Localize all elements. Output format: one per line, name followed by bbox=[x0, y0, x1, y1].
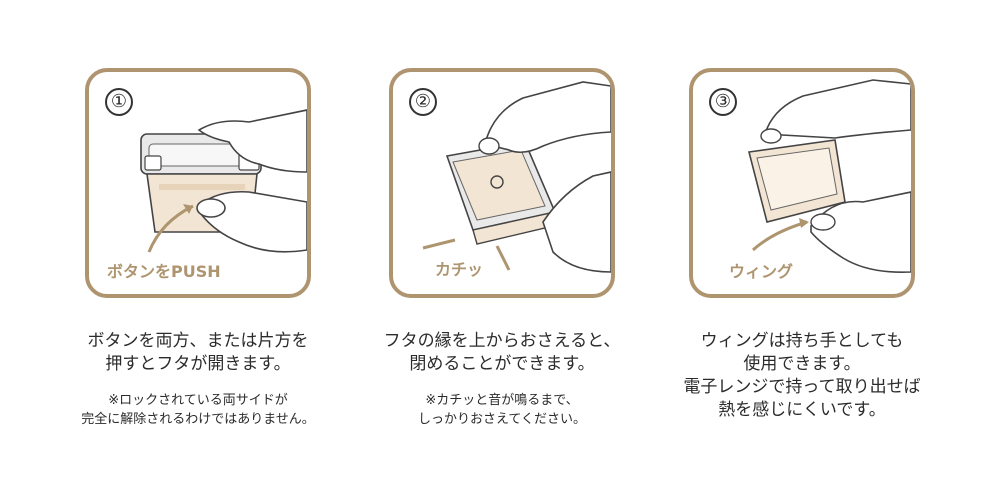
step-1: ① ボタンをPUSH ボタンを両方、または片方を 押すとフタが開きます。 ※ロッ… bbox=[48, 0, 348, 498]
step-number: ③ bbox=[709, 88, 737, 116]
step-1-card: ① ボタンをPUSH bbox=[85, 68, 311, 298]
step-description: フタの縁を上からおさえると、 閉めることができます。 bbox=[383, 331, 621, 374]
step-3-card: ③ ウィング bbox=[689, 68, 915, 298]
illustration-label: ウィング bbox=[729, 262, 794, 281]
hand-pushing-buttons-icon bbox=[140, 109, 307, 253]
step-note: ※カチッと音が鳴るまで、 しっかりおさえてください。 bbox=[418, 393, 586, 427]
step-note: ※ロックされている両サイドが 完全に解除されるわけではありません。 bbox=[81, 393, 315, 427]
step-number: ② bbox=[409, 88, 437, 116]
illustration-label: カチッ bbox=[435, 260, 484, 279]
step-3: ③ ウィング ウィングは持ち手としても 使用できます。 電子レンジで持って取り出… bbox=[652, 0, 952, 498]
step-description: ボタンを両方、または片方を 押すとフタが開きます。 bbox=[87, 331, 309, 374]
step-2-card: ② カチッ bbox=[389, 68, 615, 298]
hand-pressing-lid-icon bbox=[422, 81, 611, 273]
step-description: ウィングは持ち手としても 使用できます。 電子レンジで持って取り出せば 熱を感じ… bbox=[683, 331, 921, 420]
illustration-label: ボタンをPUSH bbox=[107, 262, 221, 281]
step-2: ② カチッ フタの縁を上からおさえると、 閉めることができます。 ※カチッと音が… bbox=[352, 0, 652, 498]
hand-holding-wing-icon bbox=[748, 79, 911, 274]
step-number: ① bbox=[105, 88, 133, 116]
